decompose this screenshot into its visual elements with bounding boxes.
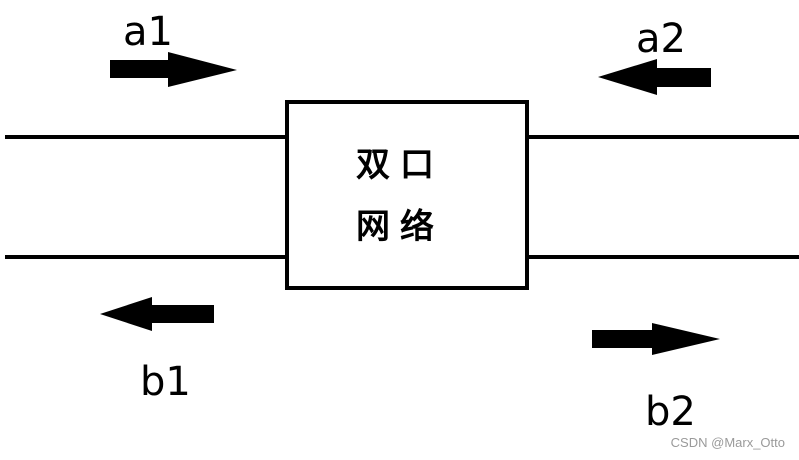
label-a2: a2 [636, 16, 686, 62]
network-box-label-line2: 网络 [356, 207, 444, 247]
arrow-a1-icon [110, 52, 237, 87]
label-a1: a1 [123, 9, 173, 55]
network-box [285, 100, 529, 290]
arrow-b2-icon [592, 323, 720, 355]
arrow-a2-icon [598, 59, 711, 95]
network-box-label-line1: 双口 [356, 145, 444, 185]
arrow-b1-icon [100, 297, 214, 331]
label-b1: b1 [140, 359, 191, 405]
watermark: CSDN @Marx_Otto [671, 435, 785, 450]
label-b2: b2 [645, 389, 696, 435]
